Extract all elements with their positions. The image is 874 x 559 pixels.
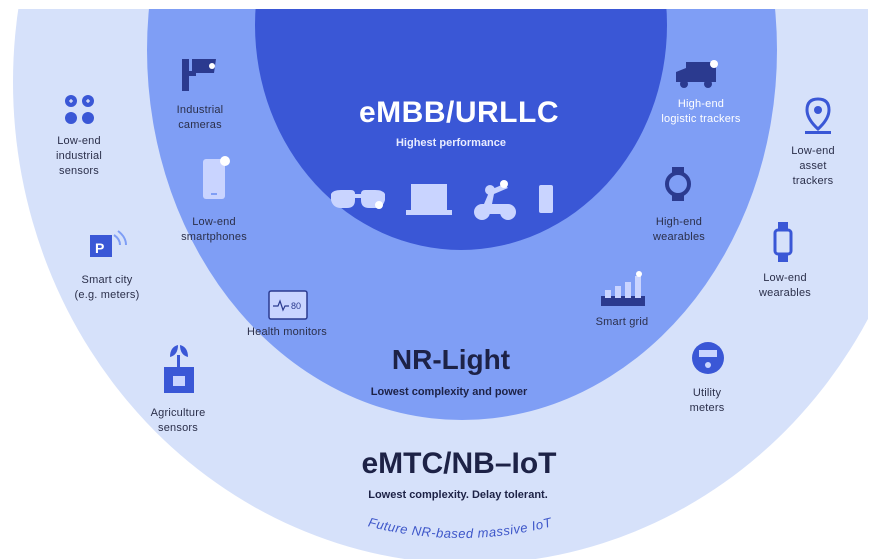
smart-city-meter-icon: P (90, 230, 127, 257)
right-margin (868, 0, 874, 559)
middle-subtitle: Lowest complexity and power (370, 386, 528, 398)
health-monitor-icon: 80 (268, 290, 308, 320)
top-margin (0, 0, 874, 9)
health-monitor-reading: 80 (291, 301, 301, 311)
phone-icon (539, 185, 553, 213)
future-nr-label: Future NR-based massive IoT (367, 514, 554, 541)
future-label-arc: Future NR-based massive IoT (367, 514, 554, 541)
security-camera-icon (182, 59, 216, 91)
label-low-end-smartphones: Low-end smartphones (181, 216, 247, 243)
inner-subtitle: Highest performance (395, 137, 507, 149)
vr-glasses-icon (331, 190, 385, 209)
utility-meter-icon (692, 342, 724, 374)
wearable-band-icon (773, 222, 793, 262)
label-agriculture-sensors: Agriculture sensors (150, 407, 206, 434)
outer-title: eMTC/NB–IoT (361, 447, 557, 480)
smartphone-icon (203, 156, 230, 199)
robot-arm-icon (474, 180, 516, 220)
label-low-end-industrial-sensors: Low-end industrial sensors (55, 135, 103, 177)
middle-title: NR-Light (391, 344, 511, 375)
industrial-sensor-icon (65, 95, 94, 124)
label-low-end-asset-trackers: Low-end asset trackers (791, 145, 835, 187)
smartwatch-icon (665, 167, 691, 201)
label-health-monitors: Health monitors (246, 326, 328, 338)
svg-text:Future NR-based massive IoT: Future NR-based massive IoT (367, 514, 554, 541)
label-smart-city: Smart city (e.g. meters) (74, 274, 140, 301)
label-smart-grid: Smart grid (595, 316, 649, 328)
inner-title: eMBB/URLLC (359, 96, 559, 129)
delivery-truck-icon (676, 60, 718, 88)
svg-text:P: P (95, 240, 104, 256)
label-low-end-wearables: Low-end wearables (759, 272, 811, 299)
smart-grid-icon (601, 271, 645, 306)
label-high-end-wearables: High-end wearables (653, 216, 705, 243)
outer-subtitle: Lowest complexity. Delay tolerant. (368, 489, 548, 501)
label-high-end-logistic-trackers: High-end logistic trackers (661, 98, 741, 125)
label-industrial-cameras: Industrial cameras (176, 104, 224, 131)
label-utility-meters: Utility meters (689, 387, 725, 414)
location-pin-icon (805, 97, 831, 134)
laptop-icon (406, 184, 452, 215)
plant-sensor-icon (164, 345, 194, 393)
